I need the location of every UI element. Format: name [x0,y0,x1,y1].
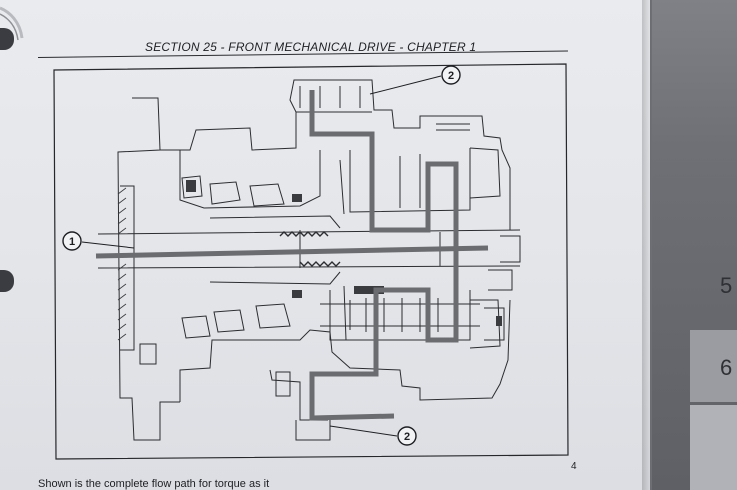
callout-1-label: 1 [69,236,75,248]
callout-2-bottom: 2 [397,426,417,446]
callout-2-top-label: 2 [448,70,454,82]
callout-2-bottom-label: 2 [404,431,410,443]
tab-divider-block-lower [690,405,737,490]
housing-outline [97,79,521,441]
spline-hatching [117,187,127,341]
drive-cross-section-figure: 1 2 2 [53,63,569,460]
leader-lines [81,75,442,437]
figure-caption: Shown is the complete flow path for torq… [38,478,270,490]
callout-2-top: 2 [441,65,461,85]
tab-number-5: 5 [720,273,733,298]
manual-page: SECTION 25 - FRONT MECHANICAL DRIVE - CH… [0,0,650,490]
bearing-details [186,180,502,326]
binder-hole-upper [0,28,14,50]
tab-number-6: 6 [720,355,733,380]
binder-hole-lower [0,270,14,292]
figure-frame [53,63,569,460]
binder-ring-icon [0,6,24,41]
section-title: SECTION 25 - FRONT MECHANICAL DRIVE - CH… [145,40,477,54]
tab-divider-block-upper [690,330,737,402]
page-edge-shadow [642,0,652,490]
figure-number: 4 [571,461,577,472]
torque-flow-path [95,90,489,421]
callout-1: 1 [62,231,82,251]
